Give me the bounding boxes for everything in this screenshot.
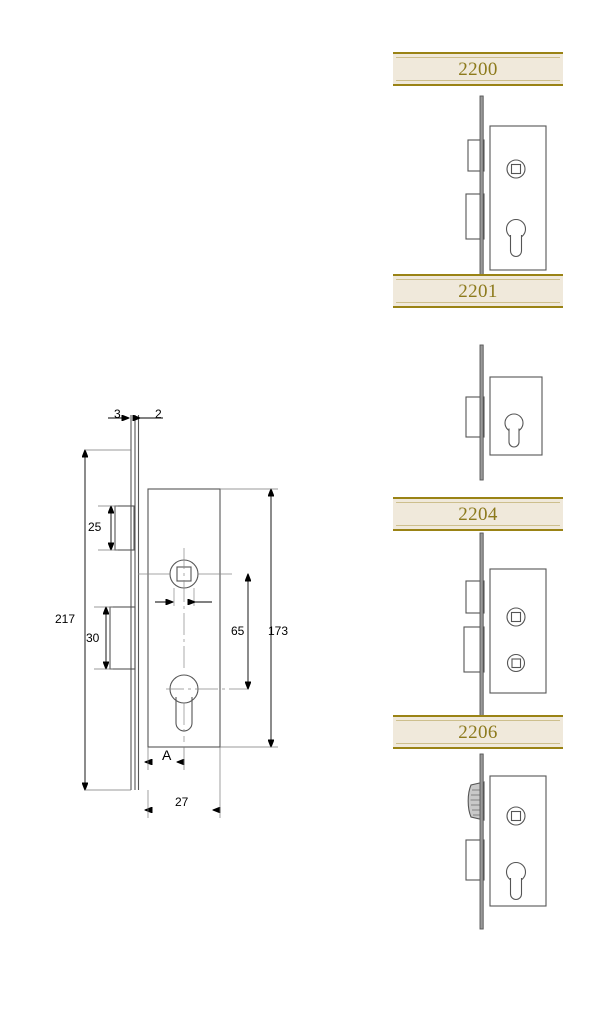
band-rule-top [396, 279, 560, 280]
product-band-2204[interactable]: 2204 [393, 497, 563, 531]
band-rule-bottom [396, 525, 560, 526]
faceplate-2206 [479, 753, 484, 930]
product-band-2201[interactable]: 2201 [393, 274, 563, 308]
dead-bolt-2200 [465, 193, 485, 240]
latch-bolt-2204 [465, 580, 485, 614]
lock-body-2204 [489, 568, 547, 694]
euro-keyhole-2201 [504, 413, 524, 448]
product-code-2201: 2201 [458, 280, 498, 302]
product-band-2200[interactable]: 2200 [393, 52, 563, 86]
band-rule-bottom [396, 302, 560, 303]
dim-latch-height: 25 [88, 520, 102, 534]
spindle-square-upper-2204 [510, 611, 522, 623]
projection-lines [138, 548, 248, 742]
product-figure-2201 [440, 344, 560, 481]
latch-bolt [114, 505, 135, 551]
spindle-square-2206 [510, 810, 522, 822]
faceplate-2200 [479, 95, 484, 282]
dim-faceplate-left: 3 [114, 407, 121, 421]
dim-body-height: 173 [268, 624, 289, 638]
dim-overall-height: 217 [55, 612, 76, 626]
euro-keyhole-2206 [505, 861, 527, 900]
spindle-square-lower-2204 [511, 658, 522, 669]
spindle-square-2200 [510, 163, 522, 175]
faceplate-2204 [479, 532, 484, 720]
euro-keyhole-2200 [505, 218, 527, 257]
product-code-2206: 2206 [458, 721, 498, 743]
dim-backset: A [162, 747, 172, 763]
product-code-2200: 2200 [458, 58, 498, 80]
band-rule-top [396, 502, 560, 503]
band-rule-top [396, 57, 560, 58]
lock-geometry [109, 415, 221, 790]
dead-bolt-2201 [465, 396, 485, 438]
dead-bolt-2206 [465, 839, 485, 881]
product-band-2206[interactable]: 2206 [393, 715, 563, 749]
dim-centres: 65 [231, 624, 245, 638]
dimension-lines [85, 418, 278, 818]
product-figure-2206 [440, 753, 560, 930]
dim-bolt-height: 30 [86, 631, 100, 645]
dim-body-depth: 27 [175, 795, 189, 809]
band-rule-bottom [396, 743, 560, 744]
product-code-2204: 2204 [458, 503, 498, 525]
dim-faceplate-right: 2 [155, 407, 162, 421]
product-figure-2200 [440, 95, 560, 282]
main-drawing-figure [0, 0, 340, 900]
band-rule-top [396, 720, 560, 721]
dead-bolt-2204 [463, 626, 485, 673]
band-rule-bottom [396, 80, 560, 81]
product-figure-2204 [440, 532, 560, 720]
dead-bolt [109, 606, 136, 670]
faceplate-2201 [479, 344, 484, 481]
